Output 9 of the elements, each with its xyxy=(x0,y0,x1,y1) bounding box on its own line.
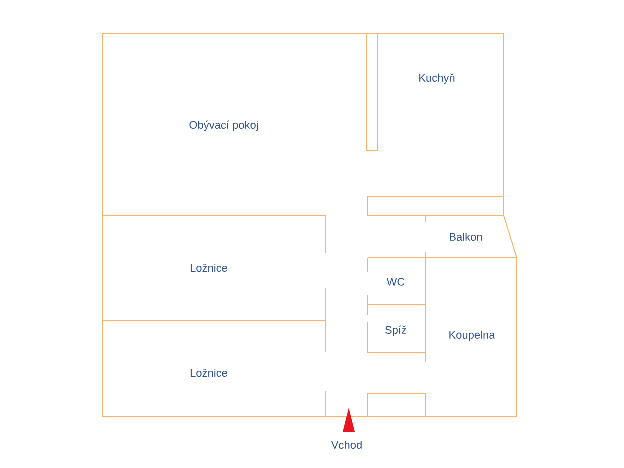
room-label: WC xyxy=(386,278,405,286)
room-label: Spíž xyxy=(386,326,406,336)
room-label: Ložnice xyxy=(190,264,228,272)
room-label: Obývací pokoj xyxy=(190,120,258,132)
room-label: Ložnice xyxy=(190,368,228,378)
room-label: Balkon xyxy=(450,232,482,242)
room-label: Kuchyň xyxy=(420,74,455,84)
entrance-label: Vchod xyxy=(331,440,362,450)
room-label: Koupelna xyxy=(450,330,496,342)
